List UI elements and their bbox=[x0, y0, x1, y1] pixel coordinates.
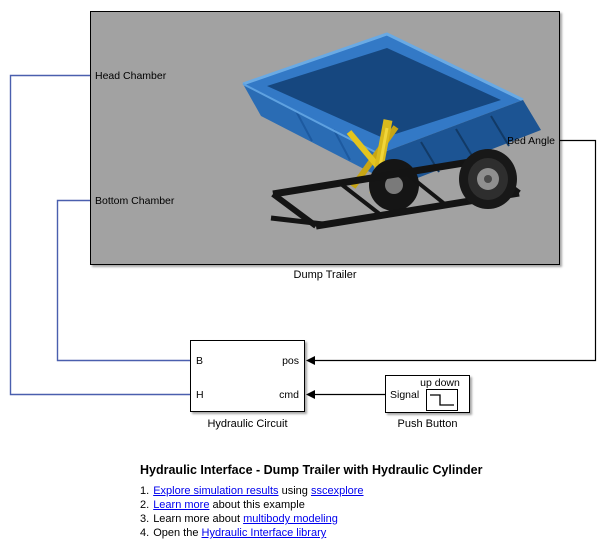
push-button-block[interactable]: Signal up down bbox=[385, 375, 470, 413]
step-signal-icon bbox=[426, 389, 458, 411]
port-label-signal: Signal bbox=[390, 389, 420, 401]
description-title: Hydraulic Interface - Dump Trailer with … bbox=[140, 463, 483, 477]
hydraulic-circuit-label: Hydraulic Circuit bbox=[207, 418, 288, 430]
list-number: 1. bbox=[140, 485, 150, 497]
port-label-cmd: cmd bbox=[279, 389, 299, 401]
model-description: Hydraulic Interface - Dump Trailer with … bbox=[140, 463, 580, 540]
port-label-bed-angle: Bed Angle bbox=[507, 135, 555, 147]
arrowhead-pos-input bbox=[306, 356, 315, 365]
plain-text: about this example bbox=[209, 499, 305, 511]
link-learn-more[interactable]: Learn more bbox=[153, 499, 210, 511]
link-explore-simulation-results[interactable]: Explore simulation results bbox=[153, 485, 279, 497]
push-button-label: Push Button bbox=[397, 418, 458, 430]
arrowhead-cmd-input bbox=[306, 390, 315, 399]
port-label-pos: pos bbox=[282, 355, 299, 367]
plain-text: using bbox=[278, 485, 311, 497]
port-label-bottom-chamber: Bottom Chamber bbox=[95, 195, 175, 207]
link-sscexplore[interactable]: sscexplore bbox=[310, 485, 364, 497]
push-button-state-label: up down bbox=[420, 377, 460, 389]
plain-text: Open the bbox=[153, 527, 202, 539]
hydraulic-circuit-block[interactable]: B pos H cmd bbox=[190, 340, 305, 412]
dump-trailer-block[interactable]: Head Chamber Bottom Chamber Bed Angle bbox=[90, 11, 560, 265]
list-number: 2. bbox=[140, 499, 150, 511]
list-item-2: 2.Learn more about this example bbox=[140, 498, 580, 512]
list-item-4: 4.Open the Hydraulic Interface library bbox=[140, 526, 580, 540]
plain-text: Learn more about bbox=[153, 513, 244, 525]
port-label-b: B bbox=[196, 355, 204, 367]
link-hydraulic-interface-library[interactable]: Hydraulic Interface library bbox=[201, 527, 327, 539]
list-item-3: 3.Learn more about multibody modeling bbox=[140, 512, 580, 526]
port-label-h: H bbox=[196, 389, 204, 401]
dump-trailer-label: Dump Trailer bbox=[293, 269, 357, 281]
link-multibody-modeling[interactable]: multibody modeling bbox=[243, 513, 338, 525]
list-number: 4. bbox=[140, 527, 150, 539]
list-item-1: 1.Explore simulation results using sscex… bbox=[140, 484, 580, 498]
port-label-head-chamber: Head Chamber bbox=[95, 70, 167, 82]
list-number: 3. bbox=[140, 513, 150, 525]
dump-trailer-illustration bbox=[242, 32, 541, 230]
